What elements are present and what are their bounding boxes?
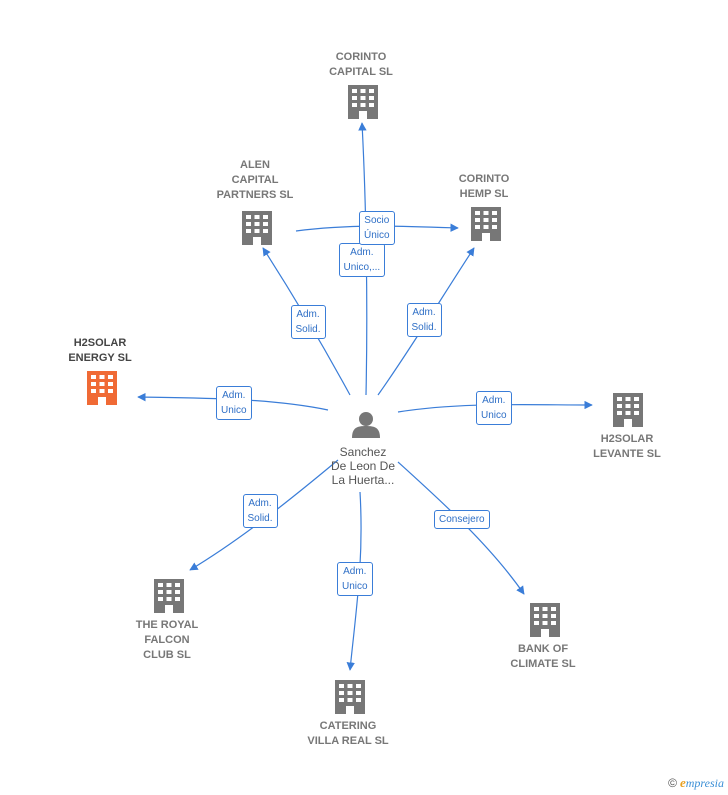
building-icon[interactable] (471, 207, 501, 241)
building-icon[interactable] (154, 579, 184, 613)
copyright-icon: © (668, 776, 677, 790)
company-label-bank-climate[interactable]: BANK OF CLIMATE SL (510, 643, 576, 670)
building-icon[interactable] (87, 371, 117, 405)
company-label-corinto-capital[interactable]: CORINTO CAPITAL SL (329, 51, 393, 78)
company-label-corinto-hemp[interactable]: CORINTO HEMP SL (458, 173, 510, 200)
edge-label[interactable]: Consejero (434, 509, 490, 529)
company-label-alen-capital[interactable]: ALEN CAPITAL PARTNERS SL (216, 159, 294, 201)
person-icon[interactable] (352, 412, 380, 438)
brand-initial: e (679, 775, 686, 790)
company-label-h2solar-energy[interactable]: H2SOLAR ENERGY SL (68, 337, 132, 364)
person-name[interactable]: Sanchez De Leon De La Huerta... (330, 445, 396, 487)
edge-label[interactable]: Adm. Solid. (406, 303, 442, 337)
edge-label[interactable]: Socio Único (359, 211, 395, 245)
empresia-logo[interactable]: ©empresia (668, 775, 724, 791)
edge-label[interactable]: Adm. Unico (337, 562, 373, 596)
building-icon[interactable] (530, 603, 560, 637)
edge-label[interactable]: Adm. Unico (216, 386, 252, 420)
edge-label[interactable]: Adm. Solid. (290, 305, 326, 339)
edge-label[interactable]: Adm. Unico (476, 391, 512, 425)
company-label-catering-villa[interactable]: CATERING VILLA REAL SL (307, 720, 389, 747)
edge-label[interactable]: Adm. Solid. (242, 494, 278, 528)
building-icon[interactable] (335, 680, 365, 714)
brand-name: mpresia (685, 776, 724, 790)
building-icon[interactable] (348, 85, 378, 119)
building-icon[interactable] (242, 211, 272, 245)
edge-label[interactable]: Adm. Unico,... (338, 243, 386, 277)
company-label-h2solar-levante[interactable]: H2SOLAR LEVANTE SL (593, 433, 661, 460)
building-icon[interactable] (613, 393, 643, 427)
company-label-royal-falcon[interactable]: THE ROYAL FALCON CLUB SL (135, 619, 199, 661)
